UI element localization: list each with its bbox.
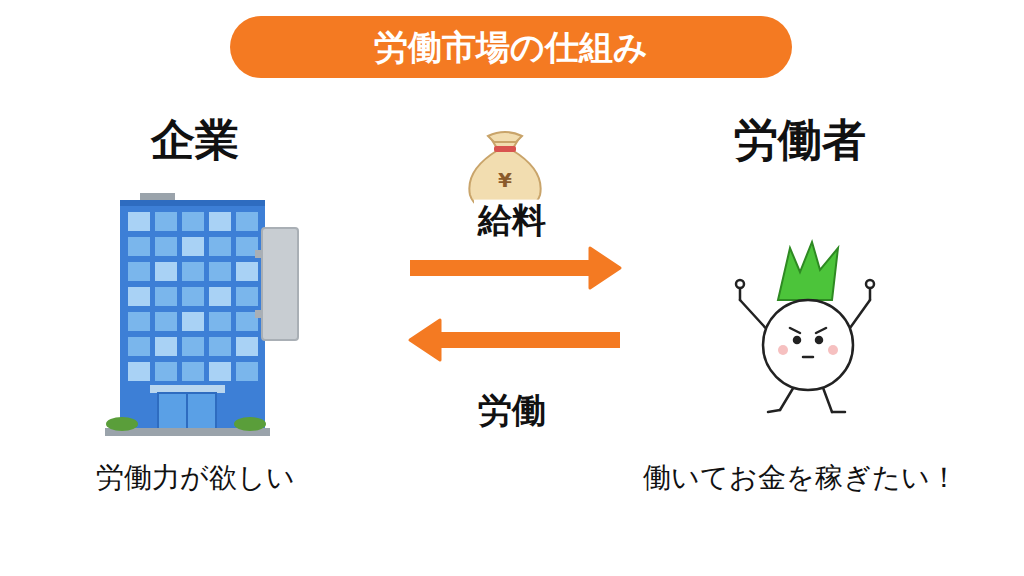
arrow-head <box>410 320 440 360</box>
node-heading: 企業 <box>151 114 239 167</box>
edge-label: 労働 <box>474 390 550 431</box>
arrow-shaft <box>438 332 620 348</box>
office-building <box>105 193 298 436</box>
flow-arrow <box>410 320 620 360</box>
node-heading: 労働者 <box>734 114 866 167</box>
node-caption: 働いてお金を稼ぎたい！ <box>643 461 958 495</box>
flow-arrow <box>410 248 620 288</box>
title-text: 労働市場の仕組み <box>374 27 648 68</box>
arrow-shaft <box>410 260 592 276</box>
node-caption: 労働力が欲しい <box>96 461 295 495</box>
actor-group: 企業労働力が欲しい <box>80 105 410 505</box>
worker-character <box>736 242 874 412</box>
actor-group: 労働者働いてお金を稼ぎたい！ <box>620 105 960 505</box>
currency-symbol: ¥ <box>498 168 512 192</box>
edge-label: 給料 <box>474 200 550 241</box>
arrow-head <box>590 248 620 288</box>
